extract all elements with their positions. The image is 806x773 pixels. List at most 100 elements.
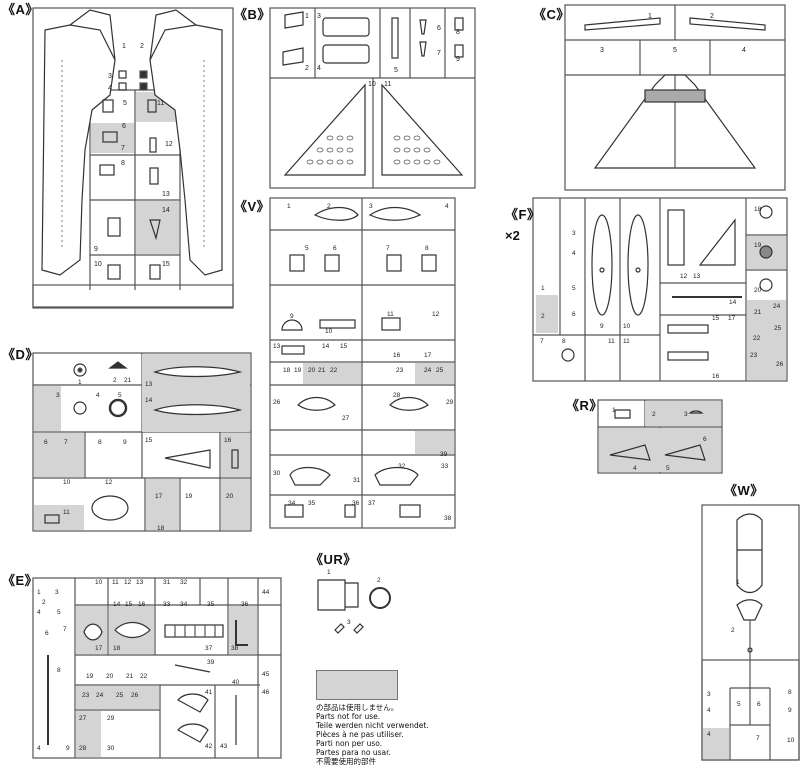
sprue-c-frame (564, 4, 786, 191)
svg-text:7: 7 (63, 626, 67, 633)
legend-line-zh: 不需要使用的部件 (316, 757, 376, 766)
sprue-ur-numbers: 123 (327, 569, 381, 626)
sprue-f-frame (532, 197, 788, 382)
svg-text:31: 31 (163, 579, 171, 586)
svg-text:25: 25 (436, 367, 444, 374)
svg-text:46: 46 (262, 689, 270, 696)
svg-text:2: 2 (710, 13, 714, 20)
svg-text:37: 37 (368, 500, 376, 507)
svg-text:26: 26 (131, 692, 139, 699)
svg-text:11: 11 (157, 100, 164, 107)
svg-text:6: 6 (45, 630, 49, 637)
svg-text:11: 11 (112, 579, 119, 586)
svg-text:1: 1 (37, 589, 41, 596)
sprue-a-outer (32, 7, 234, 309)
svg-text:34: 34 (180, 601, 188, 608)
svg-text:6: 6 (572, 311, 576, 318)
svg-text:11: 11 (63, 509, 70, 516)
sprue-label-b: 《B》 (234, 7, 271, 22)
sprue-label-a: 《A》 (2, 2, 39, 17)
svg-text:13: 13 (273, 343, 281, 350)
svg-text:22: 22 (140, 673, 148, 680)
svg-text:9: 9 (600, 323, 604, 330)
svg-text:10: 10 (63, 479, 71, 486)
unused-part-14 (136, 201, 179, 254)
svg-text:3: 3 (707, 691, 711, 698)
svg-text:23: 23 (750, 352, 758, 359)
unused-part-7 (91, 123, 134, 153)
svg-text:7: 7 (756, 735, 760, 742)
svg-text:17: 17 (424, 352, 432, 359)
unused-parts-legend-swatch (316, 670, 398, 700)
svg-text:1: 1 (736, 579, 740, 586)
svg-text:21: 21 (126, 673, 134, 680)
svg-text:15: 15 (712, 315, 720, 322)
sprue-a-bottom-runner (32, 284, 234, 308)
svg-text:8: 8 (98, 439, 102, 446)
sprue-label-f: 《F》 (505, 207, 541, 222)
svg-text:26: 26 (273, 399, 281, 406)
svg-text:16: 16 (224, 437, 232, 444)
svg-text:1: 1 (327, 569, 331, 576)
svg-text:39: 39 (207, 659, 215, 666)
svg-text:14: 14 (113, 601, 121, 608)
svg-text:2: 2 (377, 577, 381, 584)
svg-text:14: 14 (729, 299, 737, 306)
svg-text:8: 8 (425, 245, 429, 252)
svg-text:1: 1 (648, 13, 652, 20)
svg-text:39: 39 (440, 451, 448, 458)
svg-text:20: 20 (106, 673, 114, 680)
svg-text:2: 2 (731, 627, 735, 634)
svg-text:18: 18 (157, 525, 165, 532)
svg-text:18: 18 (113, 645, 121, 652)
svg-text:6: 6 (703, 436, 707, 443)
svg-text:1: 1 (612, 407, 616, 414)
svg-text:16: 16 (393, 352, 401, 359)
svg-text:38: 38 (231, 645, 239, 652)
svg-text:3: 3 (684, 411, 688, 418)
svg-text:4: 4 (572, 250, 576, 257)
svg-text:5: 5 (123, 100, 127, 107)
svg-text:5: 5 (666, 465, 670, 472)
svg-text:1: 1 (541, 285, 545, 292)
svg-text:15: 15 (145, 437, 153, 444)
ur-part-3 (334, 623, 345, 634)
svg-text:20: 20 (308, 367, 316, 374)
svg-text:4: 4 (37, 609, 41, 616)
svg-text:7: 7 (437, 50, 441, 57)
svg-text:2: 2 (113, 377, 117, 384)
sprue-d-frame (32, 352, 252, 532)
legend-line-fr: Pièces à ne pas utiliser. (316, 730, 404, 739)
svg-text:22: 22 (753, 335, 761, 342)
svg-text:2: 2 (541, 313, 545, 320)
svg-text:19: 19 (754, 242, 762, 249)
sprue-label-r: 《R》 (566, 398, 603, 413)
svg-text:9: 9 (788, 707, 792, 714)
svg-text:23: 23 (82, 692, 90, 699)
svg-text:10: 10 (368, 81, 376, 88)
svg-text:33: 33 (163, 601, 171, 608)
svg-text:44: 44 (262, 589, 270, 596)
svg-text:12: 12 (124, 579, 132, 586)
svg-text:22: 22 (330, 367, 338, 374)
svg-text:7: 7 (121, 145, 125, 152)
svg-text:20: 20 (226, 493, 234, 500)
ur-part-2 (369, 587, 391, 609)
svg-text:11: 11 (608, 338, 615, 345)
svg-text:12: 12 (680, 273, 688, 280)
svg-text:3: 3 (317, 13, 321, 20)
svg-text:21: 21 (318, 367, 326, 374)
svg-text:35: 35 (308, 500, 316, 507)
svg-text:9: 9 (123, 439, 127, 446)
svg-text:40: 40 (232, 679, 240, 686)
svg-text:18: 18 (283, 367, 291, 374)
svg-text:3: 3 (600, 47, 604, 54)
svg-text:19: 19 (294, 367, 302, 374)
wing-upper-right (381, 83, 464, 176)
svg-text:13: 13 (693, 273, 701, 280)
svg-text:2: 2 (327, 203, 331, 210)
